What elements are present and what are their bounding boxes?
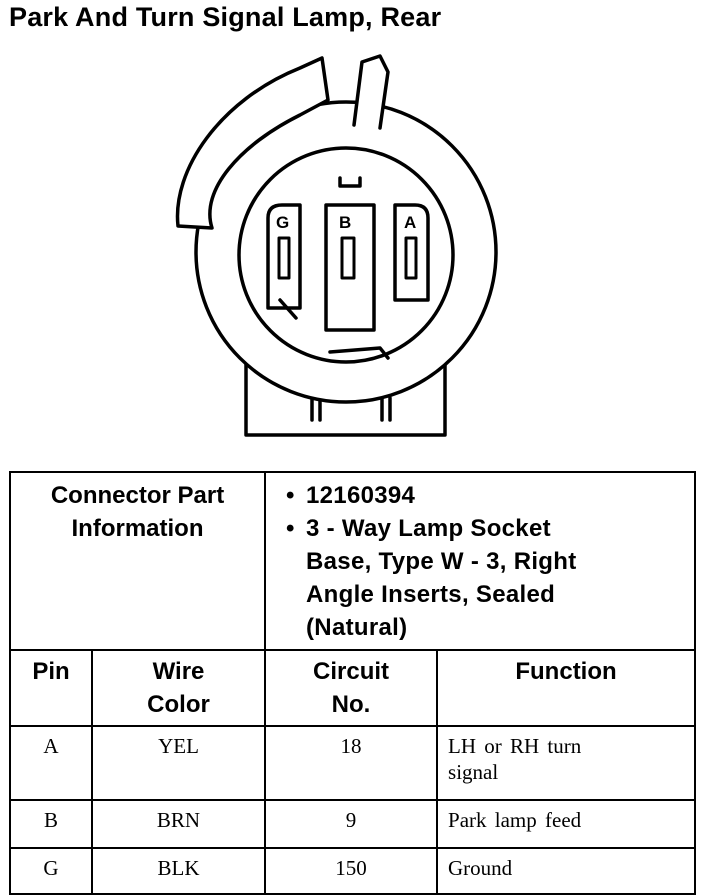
header-function: Function [436,649,697,727]
cell-function: Park lamp feed [436,799,697,849]
terminal-slot-b [340,236,356,280]
part-description: • 3 - Way Lamp Socket [286,515,551,542]
cell-pin: B [9,799,93,849]
cell-pin: A [9,725,93,801]
cell-wire-color: YEL [90,725,267,801]
cell-pin: G [9,847,93,895]
terminal-cavity-g [266,203,302,310]
table-row: B BRN 9 Park lamp feed [9,799,697,849]
connector-part-value: • 12160394 • 3 - Way Lamp Socket Base, T… [264,471,697,651]
cell-function: LH or RH turn signal [436,725,697,801]
table-row: G BLK 150 Ground [9,847,697,895]
ring-ramp [328,346,390,360]
terminal-cavity-b [324,203,376,332]
cell-circuit: 18 [264,725,439,801]
header-pin: Pin [9,649,93,727]
ring-notch [278,298,298,320]
cell-function: Ground [436,847,697,895]
connector-diagram: G B A [175,54,498,437]
locking-arm [175,56,330,230]
key-tab [352,54,390,130]
header-circuit: Circuit No. [264,649,439,727]
part-number: • 12160394 [286,482,416,509]
terminal-cavity-a [393,203,430,302]
terminal-slot-g [277,236,291,280]
cell-wire-color: BRN [90,799,267,849]
terminal-slot-a [404,236,418,280]
inner-notch [338,176,362,188]
table-header-row: Pin Wire Color Circuit No. Function [9,649,697,727]
cell-wire-color: BLK [90,847,267,895]
pin-label-a: A [404,213,416,232]
pin-label-b: B [339,213,351,232]
header-wire-color: Wire Color [90,649,267,727]
connector-part-row: Connector Part Information • 12160394 • … [8,471,697,651]
cell-circuit: 150 [264,847,439,895]
socket-inner-ring [237,146,455,364]
connector-info-table: Connector Part Information • 12160394 • … [8,471,697,895]
pin-label-g: G [276,213,289,232]
connector-part-label: Connector Part Information [8,471,267,651]
connector-housing-base [244,343,447,437]
table-row: A YEL 18 LH or RH turn signal [9,725,697,801]
page-title: Park And Turn Signal Lamp, Rear [9,2,442,32]
cell-circuit: 9 [264,799,439,849]
